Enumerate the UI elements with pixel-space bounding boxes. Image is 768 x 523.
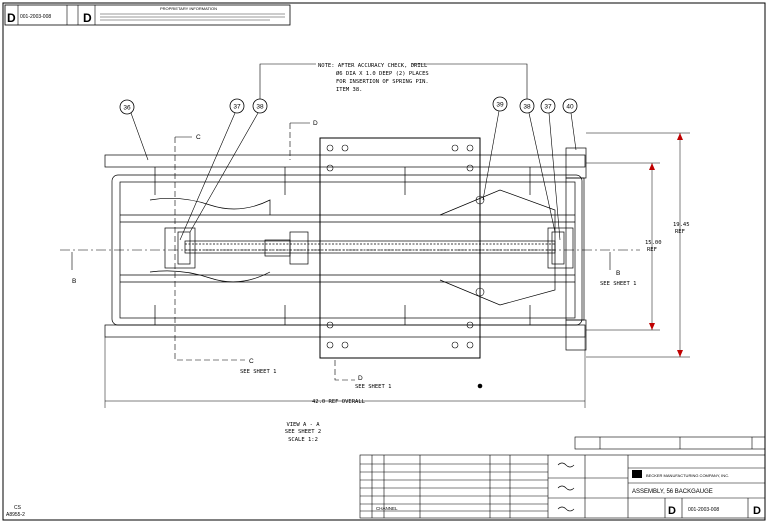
company-name: BECKER MANUFACTURING COMPANY, INC. bbox=[646, 473, 729, 478]
overall-length-dim: 42.0 REF OVERALL bbox=[312, 399, 366, 405]
svg-text:37: 37 bbox=[233, 104, 241, 111]
section-d-ref: SEE SHEET 1 bbox=[355, 384, 391, 390]
fasteners bbox=[326, 144, 485, 389]
corner-stamp-line-1: CS bbox=[14, 505, 22, 511]
balloon-37-left: 37 bbox=[179, 98, 245, 241]
note-line-2: Ø6 DIA X 1.0 DEEP (2) PLACES bbox=[336, 70, 429, 77]
outer-width-ref: REF bbox=[675, 229, 685, 235]
section-c-bottom: C bbox=[249, 358, 254, 365]
view-label-line-3: SCALE 1:2 bbox=[288, 437, 318, 443]
balloon-37-right: 37 bbox=[540, 98, 561, 241]
svg-text:40: 40 bbox=[566, 104, 574, 111]
title-block-size: D bbox=[668, 505, 676, 517]
header-dwg-no: 001-2003-008 bbox=[20, 14, 51, 20]
view-label-line-1: VIEW A - A bbox=[286, 422, 320, 428]
balloon-40: 40 bbox=[562, 98, 578, 151]
inner-width-ref: REF bbox=[647, 247, 657, 253]
backgauge-assembly bbox=[104, 137, 587, 359]
width-dimensions bbox=[586, 132, 690, 358]
title-block-dwg-no: 001-2003-008 bbox=[688, 507, 719, 513]
svg-text:38: 38 bbox=[256, 104, 264, 111]
view-label-line-2: SEE SHEET 2 bbox=[285, 429, 321, 435]
section-cuts bbox=[71, 122, 611, 381]
balloon-38-right: 38 bbox=[519, 98, 556, 233]
note-line-1: NOTE: AFTER ACCURACY CHECK, DRILL bbox=[318, 63, 428, 69]
section-b-right: B bbox=[616, 270, 620, 277]
channel-label: CHANNEL bbox=[376, 506, 398, 511]
company-logo bbox=[632, 470, 642, 478]
section-b-left: B bbox=[72, 278, 76, 285]
corner-stamp-line-2: A8955-2 bbox=[6, 512, 25, 518]
balloon-36: 36 bbox=[119, 99, 149, 161]
drill-note: NOTE: AFTER ACCURACY CHECK, DRILL Ø6 DIA… bbox=[259, 63, 528, 104]
svg-text:37: 37 bbox=[544, 104, 552, 111]
svg-text:39: 39 bbox=[496, 102, 504, 109]
section-b-ref: SEE SHEET 1 bbox=[600, 281, 636, 287]
note-line-4: ITEM 38. bbox=[336, 87, 363, 93]
note-line-3: FOR INSERTION OF SPRING PIN. bbox=[336, 79, 429, 85]
balloon-38-left: 38 bbox=[189, 98, 268, 233]
section-c-top: C bbox=[196, 134, 201, 141]
section-d-bottom: D bbox=[358, 375, 363, 382]
dimension-arrowheads bbox=[649, 133, 683, 357]
svg-text:36: 36 bbox=[123, 105, 131, 112]
section-d-top: D bbox=[313, 120, 318, 127]
overall-dimension bbox=[104, 337, 586, 408]
balloon-39: 39 bbox=[482, 96, 508, 201]
item-balloons: 36 37 38 39 38 37 40 bbox=[119, 96, 578, 241]
header-block: D 001-2003-008 D PROPRIETARY INFORMATION bbox=[4, 4, 291, 26]
svg-text:38: 38 bbox=[523, 104, 531, 111]
proprietary-title: PROPRIETARY INFORMATION bbox=[160, 6, 217, 11]
outer-width-dim: 19.45 bbox=[673, 222, 690, 228]
drawing-title: ASSEMBLY, 56 BACKGAUGE bbox=[632, 489, 713, 495]
header-rev: D bbox=[83, 11, 92, 25]
title-block bbox=[359, 436, 766, 519]
header-size: D bbox=[7, 11, 16, 25]
title-block-rev: D bbox=[753, 505, 761, 517]
section-c-ref: SEE SHEET 1 bbox=[240, 369, 276, 375]
inner-width-dim: 15.00 bbox=[645, 240, 662, 246]
